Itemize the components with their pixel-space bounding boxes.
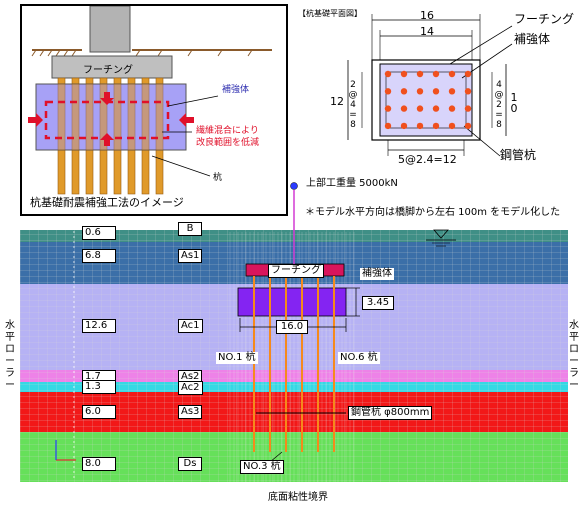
plan-pile bbox=[464, 88, 472, 95]
inset-drawing bbox=[28, 6, 272, 195]
model-note: ＊モデル水平方向は橋脚から左右 100m をモデル化した bbox=[305, 207, 561, 218]
model-dim-160: 16.0 bbox=[276, 320, 308, 334]
steel-pipe-label: 鋼管杭 φ800mm bbox=[348, 406, 433, 420]
plan-pile bbox=[432, 88, 440, 95]
plan-pile bbox=[464, 70, 472, 78]
inset-footing-label: フーチング bbox=[83, 65, 133, 76]
bottom-boundary-label: 底面粘性境界 bbox=[268, 492, 328, 503]
plan-pile bbox=[432, 70, 440, 78]
layer-name-as3: As3 bbox=[178, 405, 203, 419]
layer-thickness-as3: 6.0 bbox=[82, 405, 116, 419]
layer-name-b: B bbox=[178, 222, 202, 236]
model-reinforce-label: 補強体 bbox=[360, 268, 394, 280]
pile-no6-label: NO.6 杭 bbox=[338, 352, 380, 364]
plan-pile bbox=[464, 122, 472, 130]
right-roller-label: 水平ローラー bbox=[569, 320, 579, 391]
layer-name-ds: Ds bbox=[178, 457, 202, 471]
plan-pile bbox=[416, 122, 424, 130]
plan-pile bbox=[400, 88, 408, 95]
inset-mix-note-line1: 繊維混合により bbox=[196, 126, 259, 136]
inset-caption: 杭基礎耐震補強工法のイメージ bbox=[30, 196, 184, 209]
plan-pile bbox=[432, 105, 440, 112]
plan-pile bbox=[448, 88, 456, 95]
plan-pile bbox=[384, 105, 392, 112]
model-load-label: 上部工重量 5000kN bbox=[306, 178, 398, 189]
layer-thickness-ds: 8.0 bbox=[82, 457, 116, 471]
plan-pile bbox=[432, 122, 440, 130]
plan-pile bbox=[400, 70, 408, 78]
plan-pile bbox=[384, 70, 392, 78]
inset-mix-note-line2: 改良範囲を低減 bbox=[196, 138, 260, 148]
layer-thickness-ac1: 12.6 bbox=[82, 319, 116, 333]
plan-dim-left-outer: 12 bbox=[330, 95, 344, 108]
layer-thickness-b: 0.6 bbox=[82, 226, 116, 240]
layer-name-ac1: Ac1 bbox=[178, 319, 203, 333]
plan-pile bbox=[416, 88, 424, 95]
layer-name-as1: As1 bbox=[178, 249, 203, 263]
plan-pile bbox=[416, 105, 424, 112]
plan-label-footing: フーチング bbox=[514, 12, 575, 26]
plan-pile bbox=[448, 105, 456, 112]
plan-pile bbox=[400, 122, 408, 130]
plan-dim-top-inner: 14 bbox=[420, 25, 434, 38]
model-footing-label: フーチング bbox=[268, 264, 324, 278]
layer-thickness-as1: 6.8 bbox=[82, 249, 116, 263]
plan-pile bbox=[448, 122, 456, 130]
layer-thickness-ac2: 1.3 bbox=[82, 380, 116, 394]
plan-pile bbox=[400, 105, 408, 112]
plan-drawing bbox=[347, 14, 513, 157]
plan-label-reinforce: 補強体 bbox=[514, 32, 551, 46]
plan-pile bbox=[416, 70, 424, 78]
plan-dim-left-inner: 2@4=8 bbox=[348, 80, 358, 130]
plan-pile bbox=[464, 105, 472, 112]
plan-pile bbox=[384, 122, 392, 130]
plan-dim-top-outer: 16 bbox=[420, 9, 434, 22]
inset-reinforce-label: 補強体 bbox=[222, 85, 250, 95]
plan-dim-right-inner: 4@2=8 bbox=[494, 80, 504, 130]
plan-pile bbox=[448, 70, 456, 78]
inset-pile-label: 杭 bbox=[213, 173, 223, 183]
plan-title: 【杭基礎平面図】 bbox=[298, 9, 362, 18]
pile-no1-label: NO.1 杭 bbox=[216, 352, 258, 364]
pile-no3-label: NO.3 杭 bbox=[240, 460, 284, 474]
left-roller-label: 水平ローラー bbox=[5, 320, 15, 391]
model-dim-345: 3.45 bbox=[362, 296, 394, 310]
layer-name-ac2: Ac2 bbox=[178, 381, 203, 395]
plan-dim-right-outer: 10 bbox=[510, 91, 518, 115]
plan-pile bbox=[384, 88, 392, 95]
plan-dim-bottom: 5@2.4=12 bbox=[398, 153, 457, 166]
plan-label-steel-pipe: 鋼管杭 bbox=[500, 148, 537, 162]
